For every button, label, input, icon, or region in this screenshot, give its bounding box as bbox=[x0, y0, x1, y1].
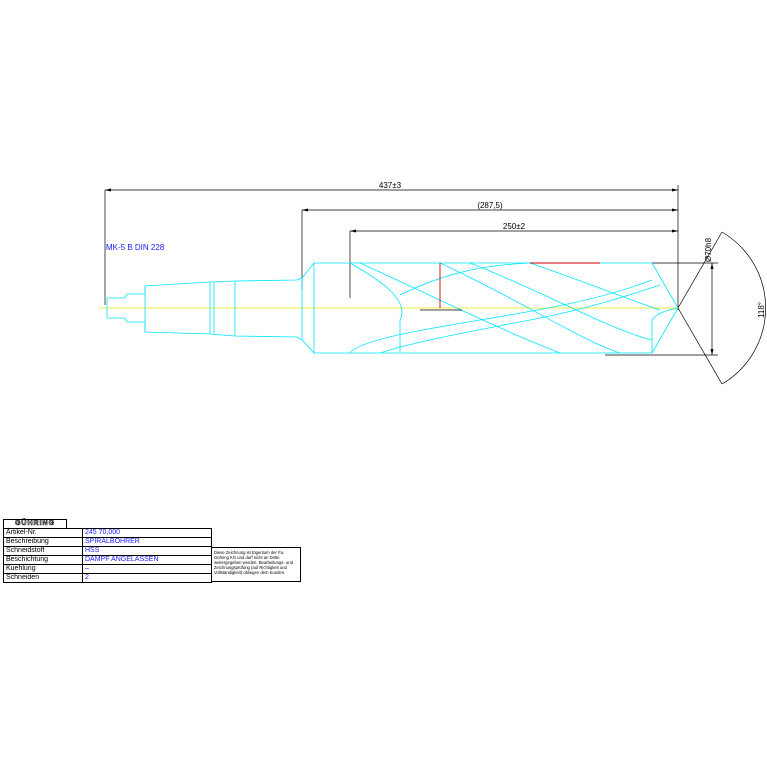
cut-marks bbox=[439, 262, 600, 308]
row-label: Schneiden bbox=[3, 573, 83, 583]
flute-length-text: 250±2 bbox=[503, 222, 526, 231]
taper-label: MK-5 B DIN 228 bbox=[106, 243, 165, 252]
ownership-note: Diese Zeichnung ist Eigentum der Fa. Güh… bbox=[211, 547, 301, 582]
row-value: 2 bbox=[82, 573, 212, 583]
table-row: Kuehlung– bbox=[3, 564, 212, 574]
table-row: Artikel-Nr.245 70,000 bbox=[3, 528, 212, 538]
row-value: 245 70,000 bbox=[82, 528, 212, 538]
dimension-arrows bbox=[105, 188, 714, 355]
flute-ref-length-text: (287,5) bbox=[477, 201, 503, 210]
row-value: – bbox=[82, 564, 212, 574]
row-label: Kuehlung bbox=[3, 564, 83, 574]
row-value: SPIRALBOHRER bbox=[82, 537, 212, 547]
overall-length-text: 437±3 bbox=[379, 181, 402, 190]
row-label: Beschichtung bbox=[3, 555, 83, 565]
row-label: Beschreibung bbox=[3, 537, 83, 547]
dimension-lines bbox=[104, 185, 766, 385]
diameter-text: Ø70h8 bbox=[704, 237, 713, 262]
row-label: Artikel-Nr. bbox=[3, 528, 83, 538]
drill-outline bbox=[106, 262, 679, 354]
point-angle-text: 118° bbox=[757, 302, 766, 318]
row-label: Schneidstoff bbox=[3, 546, 83, 556]
row-value: HSS bbox=[82, 546, 212, 556]
row-value: DAMPF ANGELASSEN bbox=[82, 555, 212, 565]
